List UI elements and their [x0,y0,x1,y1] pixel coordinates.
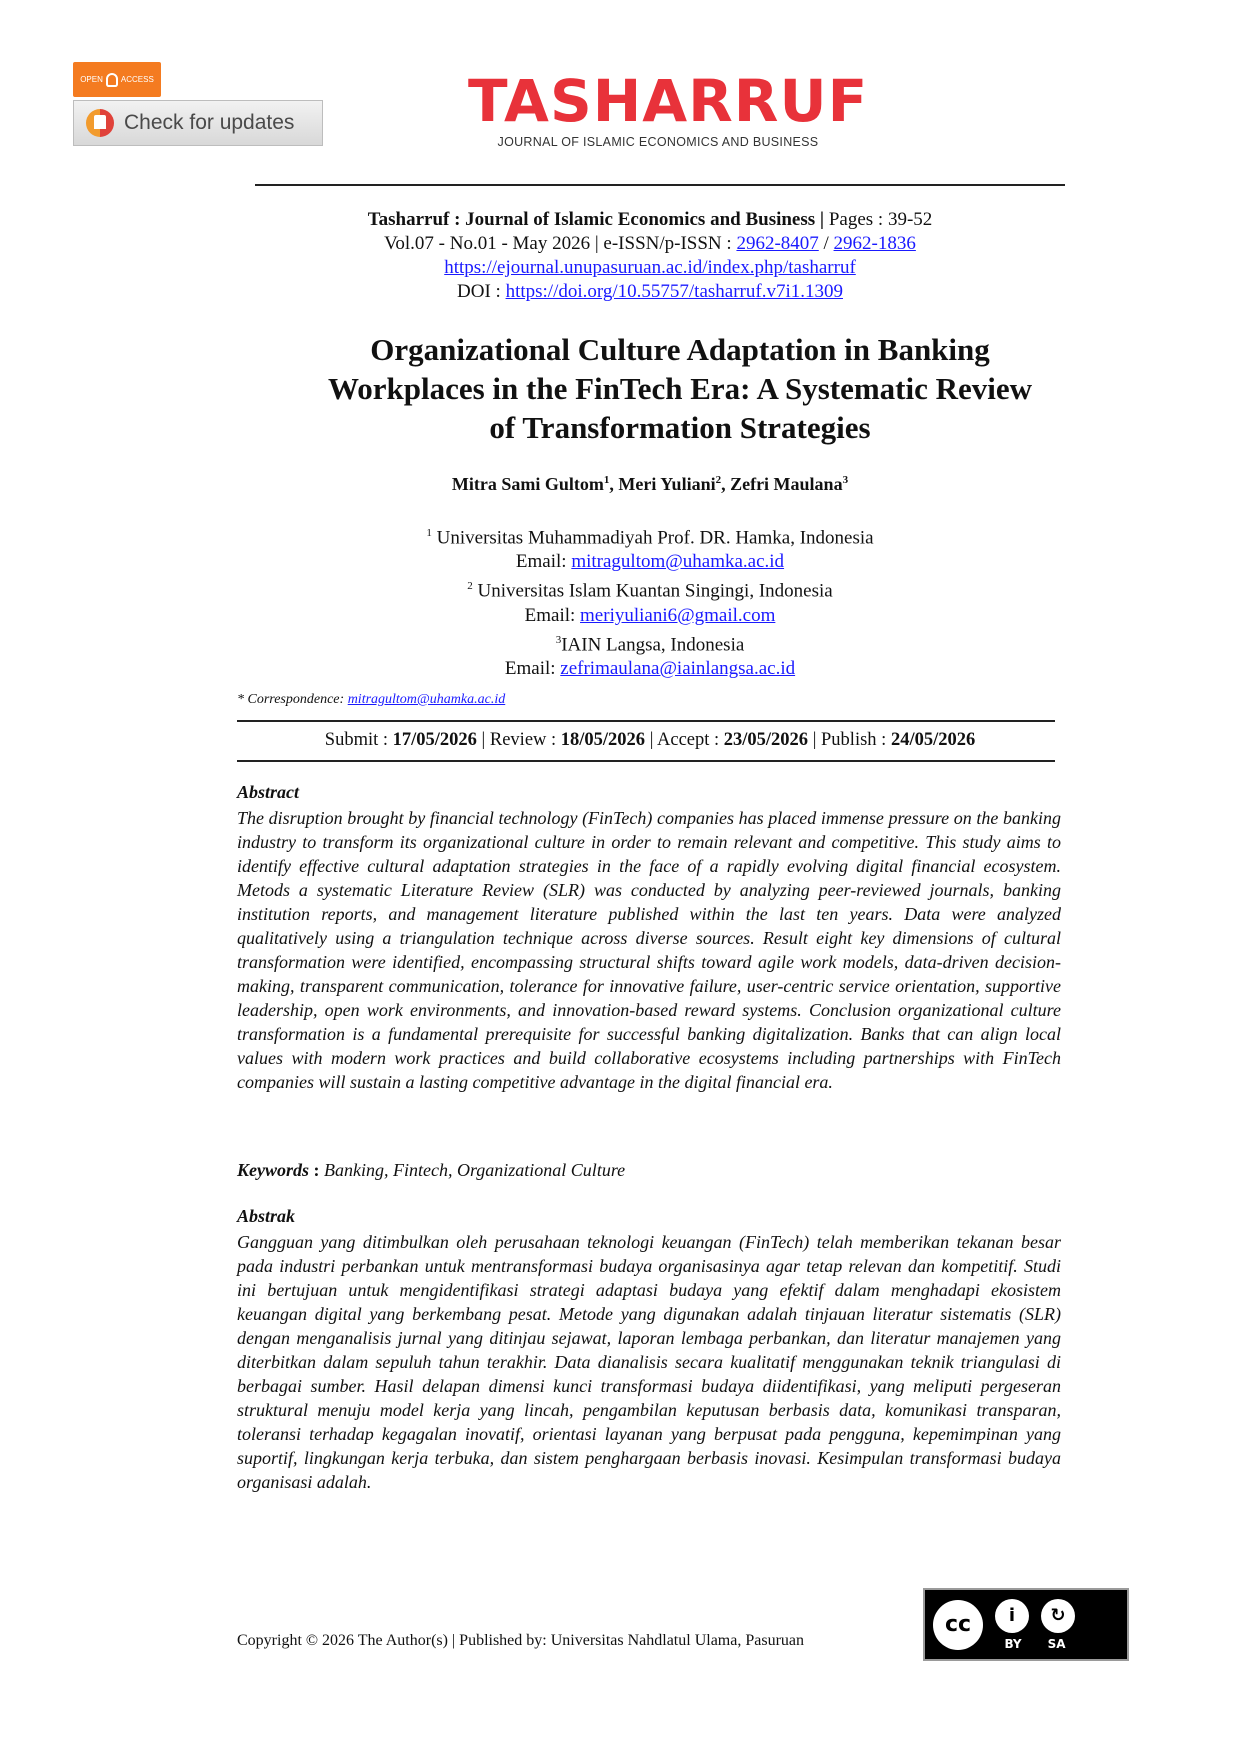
review-date: 18/05/2026 [560,730,646,750]
abstract-text: The disruption brought by financial tech… [237,808,1061,1092]
journal-meta-line-2: Vol.07 - No.01 - May 2026 | e-ISSN/p-ISS… [240,232,1060,256]
keywords-text: Banking, Fintech, Organizational Culture [324,1160,626,1180]
attribution-icon: i [995,1598,1029,1633]
affiliation-sup: 1 [426,527,432,539]
by-label: BY [1004,1636,1022,1651]
journal-meta-line-4: DOI : https://doi.org/10.55757/tasharruf… [240,280,1060,304]
affiliation-sup: 3 [555,633,562,646]
check-for-updates-button[interactable]: Check for updates [73,100,323,146]
author-name: Mitra Sami Gultom [451,474,604,494]
journal-url-link[interactable]: https://ejournal.unupasuruan.ac.id/index… [444,257,856,278]
cc-icon: cc [933,1599,983,1650]
title-line: of Transformation Strategies [489,410,871,445]
author-sup: 3 [842,474,849,486]
abstrak-heading: Abstrak [237,1206,296,1226]
license-icons: i ↻ [995,1598,1075,1633]
journal-meta: Tasharruf : Journal of Islamic Economics… [240,208,1060,304]
affiliation-sup: 2 [467,580,473,593]
email-label: Email: [515,551,572,573]
check-for-updates-label: Check for updates [124,111,295,134]
copyright-footer: Copyright © 2026 The Author(s) | Publish… [237,1632,804,1649]
doi-label: DOI : [457,281,506,302]
submit-date: 17/05/2026 [392,730,477,750]
title-line: Organizational Culture Adaptation in Ban… [370,332,990,367]
affiliation-institution: Universitas Islam Kuantan Singingi, Indo… [472,580,833,602]
eissn-link[interactable]: 2962-8407 [736,233,819,254]
journal-name: Tasharruf : Journal of Islamic Economics… [367,209,825,230]
access-label: ACCESS [120,75,154,84]
correspondence-label: * Correspondence: [237,692,348,707]
submission-dates: Submit : 17/05/2026 | Review : 18/05/202… [240,730,1060,751]
keywords-label: Keywords [237,1160,309,1180]
cc-by-sa-license-badge[interactable]: cc i ↻ BY SA [923,1588,1129,1661]
author-name: Meri Yuliani [618,474,716,494]
keywords-separator: : [309,1160,324,1180]
affiliation-line: 2 Universitas Islam Kuantan Singingi, In… [240,574,1060,603]
submit-label: Submit : [324,730,393,750]
paper-title: Organizational Culture Adaptation in Ban… [280,330,1080,447]
abstrak-text: Gangguan yang ditimbulkan oleh perusahaa… [237,1232,1061,1492]
journal-logo-name: TASHARRUF [468,67,869,135]
author-email-link[interactable]: mitragultom@uhamka.ac.id [571,551,785,573]
author-sup: 1 [603,474,610,486]
affiliation-line: 3IAIN Langsa, Indonesia [240,628,1060,657]
affiliation-line: 1 Universitas Muhammadiyah Prof. DR. Ham… [240,521,1060,550]
title-line: Workplaces in the FinTech Era: A Systema… [327,371,1033,406]
affiliation-email-line: Email: meriyuliani6@gmail.com [240,604,1060,628]
open-lock-icon [105,72,118,87]
publish-label: | Publish : [808,730,891,750]
license-terms: i ↻ BY SA [995,1598,1075,1651]
open-label: OPEN [80,75,103,84]
journal-logo: TASHARRUF JOURNAL OF ISLAMIC ECONOMICS A… [468,67,869,149]
open-access-badge: OPEN ACCESS [73,62,161,97]
affiliations: 1 Universitas Muhammadiyah Prof. DR. Ham… [240,521,1060,681]
crossmark-icon [86,109,114,137]
affiliation-email-line: Email: mitragultom@uhamka.ac.id [240,550,1060,574]
keywords: Keywords : Banking, Fintech, Organizatio… [237,1160,625,1181]
affiliation-institution: IAIN Langsa, Indonesia [561,633,745,655]
journal-pages: Pages : 39-52 [824,209,933,230]
affiliation-institution: Universitas Muhammadiyah Prof. DR. Hamka… [431,527,874,549]
dates-bottom-rule [237,760,1055,762]
pissn-link[interactable]: 2962-1836 [833,233,916,254]
author-sup: 2 [715,474,722,486]
sa-label: SA [1047,1636,1066,1651]
correspondence-email-link[interactable]: mitragultom@uhamka.ac.id [347,692,506,707]
author-name: Zefri Maulana [730,474,843,494]
publish-date: 24/05/2026 [890,730,976,750]
author-email-link[interactable]: zefrimaulana@iainlangsa.ac.id [560,657,796,679]
author-email-link[interactable]: meriyuliani6@gmail.com [580,604,776,626]
journal-meta-line-3: https://ejournal.unupasuruan.ac.id/index… [240,256,1060,280]
volume-info: Vol.07 - No.01 - May 2026 | e-ISSN/p-ISS… [384,233,737,254]
issn-separator: / [818,233,834,254]
doi-link[interactable]: https://doi.org/10.55757/tasharruf.v7i1.… [505,281,843,302]
abstract-heading: Abstract [237,782,300,802]
journal-meta-line-1: Tasharruf : Journal of Islamic Economics… [240,208,1060,232]
masthead-rule [255,184,1065,186]
share-alike-icon: ↻ [1041,1598,1075,1633]
email-label: Email: [524,604,581,626]
author-list: Mitra Sami Gultom1, Meri Yuliani2, Zefri… [451,474,849,494]
accept-date: 23/05/2026 [723,730,809,750]
affiliation-email-line: Email: zefrimaulana@iainlangsa.ac.id [240,657,1060,681]
accept-label: | Accept : [645,730,724,750]
review-label: | Review : [476,730,561,750]
correspondence: * Correspondence: mitragultom@uhamka.ac.… [237,692,505,708]
journal-logo-subtitle: JOURNAL OF ISLAMIC ECONOMICS AND BUSINES… [497,135,819,149]
license-labels: BY SA [1004,1637,1065,1651]
dates-top-rule [237,720,1055,722]
email-label: Email: [504,657,561,679]
